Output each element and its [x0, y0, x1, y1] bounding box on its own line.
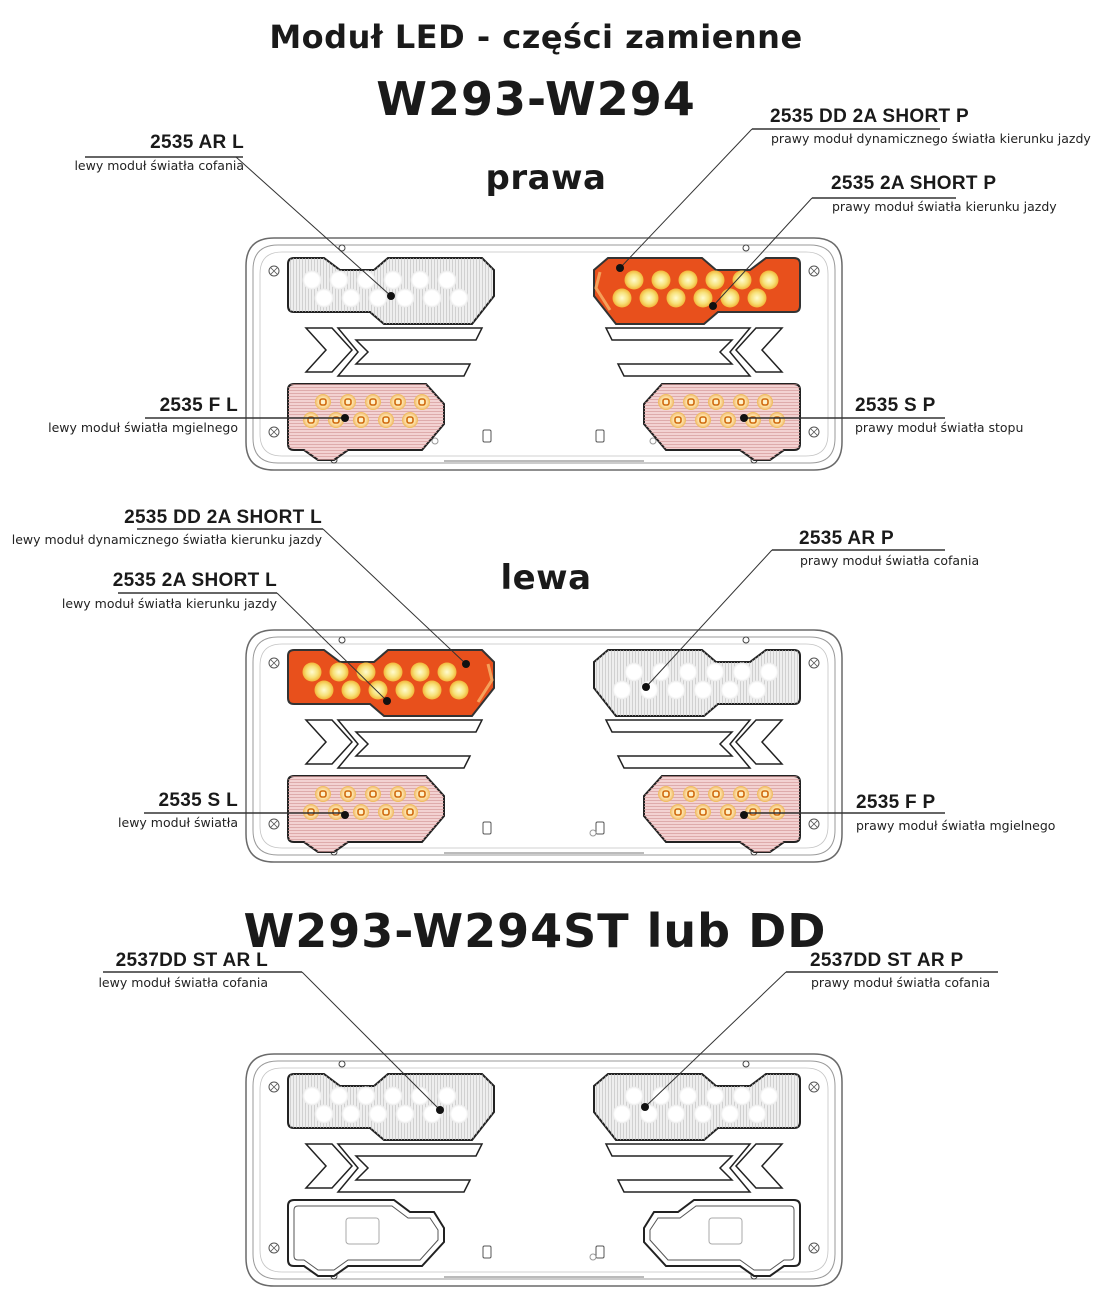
- section-label-right: prawa: [485, 158, 607, 198]
- callout-code-2a-short-l: 2535 2A SHORT L: [112, 570, 277, 591]
- callout-desc-2a-short-p: prawy moduł światła kierunku jazdy: [832, 199, 1057, 214]
- callout-desc-f-p: prawy moduł światła mgielnego: [856, 818, 1056, 833]
- lamp-right-w293-w294: [245, 237, 843, 471]
- lamp-left-w293-w294: [245, 629, 843, 863]
- callout-code-st-ar-l: 2537DD ST AR L: [115, 950, 268, 971]
- callout-code-dd-2a-short-p: 2535 DD 2A SHORT P: [770, 106, 969, 127]
- model-title-w293-w294st: W293-W294ST lub DD: [243, 904, 827, 958]
- callout-desc-ar-l: lewy moduł światła cofania: [74, 158, 244, 173]
- page-title: Moduł LED - części zamienne: [269, 18, 803, 56]
- callout-desc-dd-2a-short-l: lewy moduł dynamicznego światła kierunku…: [11, 532, 322, 547]
- lamp-w293-w294st: [245, 1053, 843, 1287]
- callout-desc-dd-2a-short-p: prawy moduł dynamicznego światła kierunk…: [771, 131, 1091, 146]
- callout-code-f-p: 2535 F P: [856, 792, 936, 813]
- callout-desc-s-p: prawy moduł światła stopu: [855, 420, 1024, 435]
- callout-code-ar-p: 2535 AR P: [799, 528, 894, 549]
- callout-desc-f-l: lewy moduł światła mgielnego: [48, 420, 238, 435]
- callout-code-ar-l: 2535 AR L: [150, 132, 244, 153]
- callout-code-s-l: 2535 S L: [158, 790, 238, 811]
- callout-desc-st-ar-l: lewy moduł światła cofania: [98, 975, 268, 990]
- section-label-left: lewa: [500, 558, 592, 598]
- callout-desc-2a-short-l: lewy moduł światła kierunku jazdy: [61, 596, 277, 611]
- callout-code-2a-short-p: 2535 2A SHORT P: [831, 173, 997, 194]
- callout-desc-ar-p: prawy moduł światła cofania: [800, 553, 980, 568]
- callout-code-f-l: 2535 F L: [159, 395, 238, 416]
- callout-code-dd-2a-short-l: 2535 DD 2A SHORT L: [124, 507, 322, 528]
- model-title-w293-w294: W293-W294: [376, 72, 696, 126]
- callout-desc-s-l: lewy moduł światła: [118, 815, 238, 830]
- callout-desc-st-ar-p: prawy moduł światła cofania: [811, 975, 991, 990]
- callout-code-st-ar-p: 2537DD ST AR P: [810, 950, 964, 971]
- callout-code-s-p: 2535 S P: [855, 395, 936, 416]
